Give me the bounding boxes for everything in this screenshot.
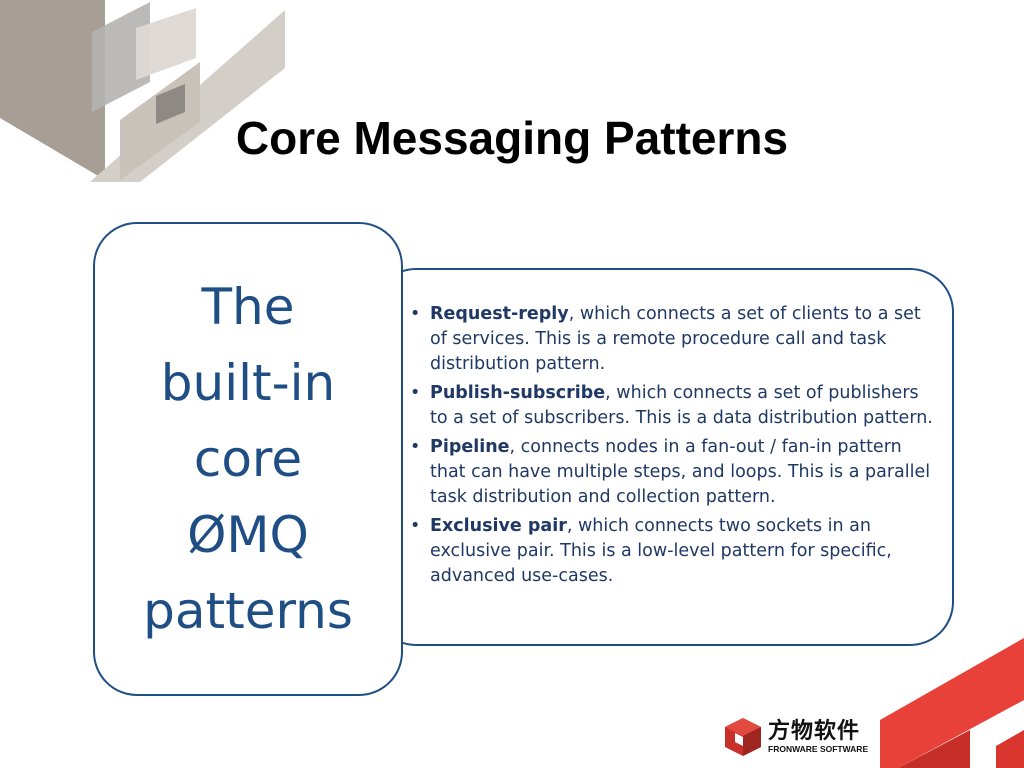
patterns-panel bbox=[372, 268, 954, 646]
list-item: • Pipeline, connects nodes in a fan-out … bbox=[408, 435, 933, 510]
pattern-name: Publish-subscribe bbox=[430, 383, 606, 403]
bullet: • bbox=[410, 304, 421, 324]
deco-shape-light bbox=[136, 8, 196, 80]
pattern-name: Request-reply bbox=[430, 304, 569, 324]
list-item: • Exclusive pair, which connects two soc… bbox=[408, 514, 933, 589]
deco-red-corner bbox=[996, 730, 1024, 768]
list-item: • Request-reply, which connects a set of… bbox=[408, 302, 933, 377]
pattern-description: , connects nodes in a fan-out / fan-in p… bbox=[430, 437, 931, 507]
company-logo: 方物软件 FRONWARE SOFTWARE bbox=[722, 716, 868, 758]
label-panel: The built-in core ØMQ patterns bbox=[93, 222, 403, 696]
pattern-description: , which connects a set of clients to a s… bbox=[430, 304, 921, 374]
deco-red-large bbox=[880, 638, 1024, 768]
deco-shape-panel bbox=[92, 2, 150, 112]
bottom-right-decoration bbox=[880, 638, 1024, 768]
label-line: ØMQ bbox=[187, 506, 309, 564]
pattern-name: Exclusive pair bbox=[430, 516, 567, 536]
label-line: core bbox=[193, 430, 303, 488]
logo-chinese-name: 方物软件 bbox=[768, 719, 861, 744]
logo-english-name: FRONWARE SOFTWARE bbox=[768, 744, 869, 754]
label-line: The bbox=[201, 278, 295, 336]
label-line: patterns bbox=[143, 582, 353, 640]
red-cube-icon bbox=[725, 718, 761, 756]
slide-title: Core Messaging Patterns bbox=[235, 112, 789, 164]
bullet: • bbox=[410, 516, 421, 536]
deco-shape-large bbox=[0, 0, 105, 180]
bullet: • bbox=[410, 383, 421, 403]
pattern-description: , which connects a set of publishers to … bbox=[430, 383, 933, 428]
bullet: • bbox=[410, 437, 421, 457]
deco-shape-dark bbox=[156, 84, 185, 124]
list-item: • Publish-subscribe, which connects a se… bbox=[408, 381, 933, 431]
pattern-description: , which connects two sockets in an exclu… bbox=[430, 516, 892, 586]
label-line: built-in bbox=[160, 354, 336, 412]
top-left-decoration bbox=[0, 0, 285, 182]
pattern-list: • Request-reply, which connects a set of… bbox=[408, 302, 933, 593]
deco-red-small bbox=[898, 730, 970, 768]
pattern-name: Pipeline bbox=[430, 437, 510, 457]
